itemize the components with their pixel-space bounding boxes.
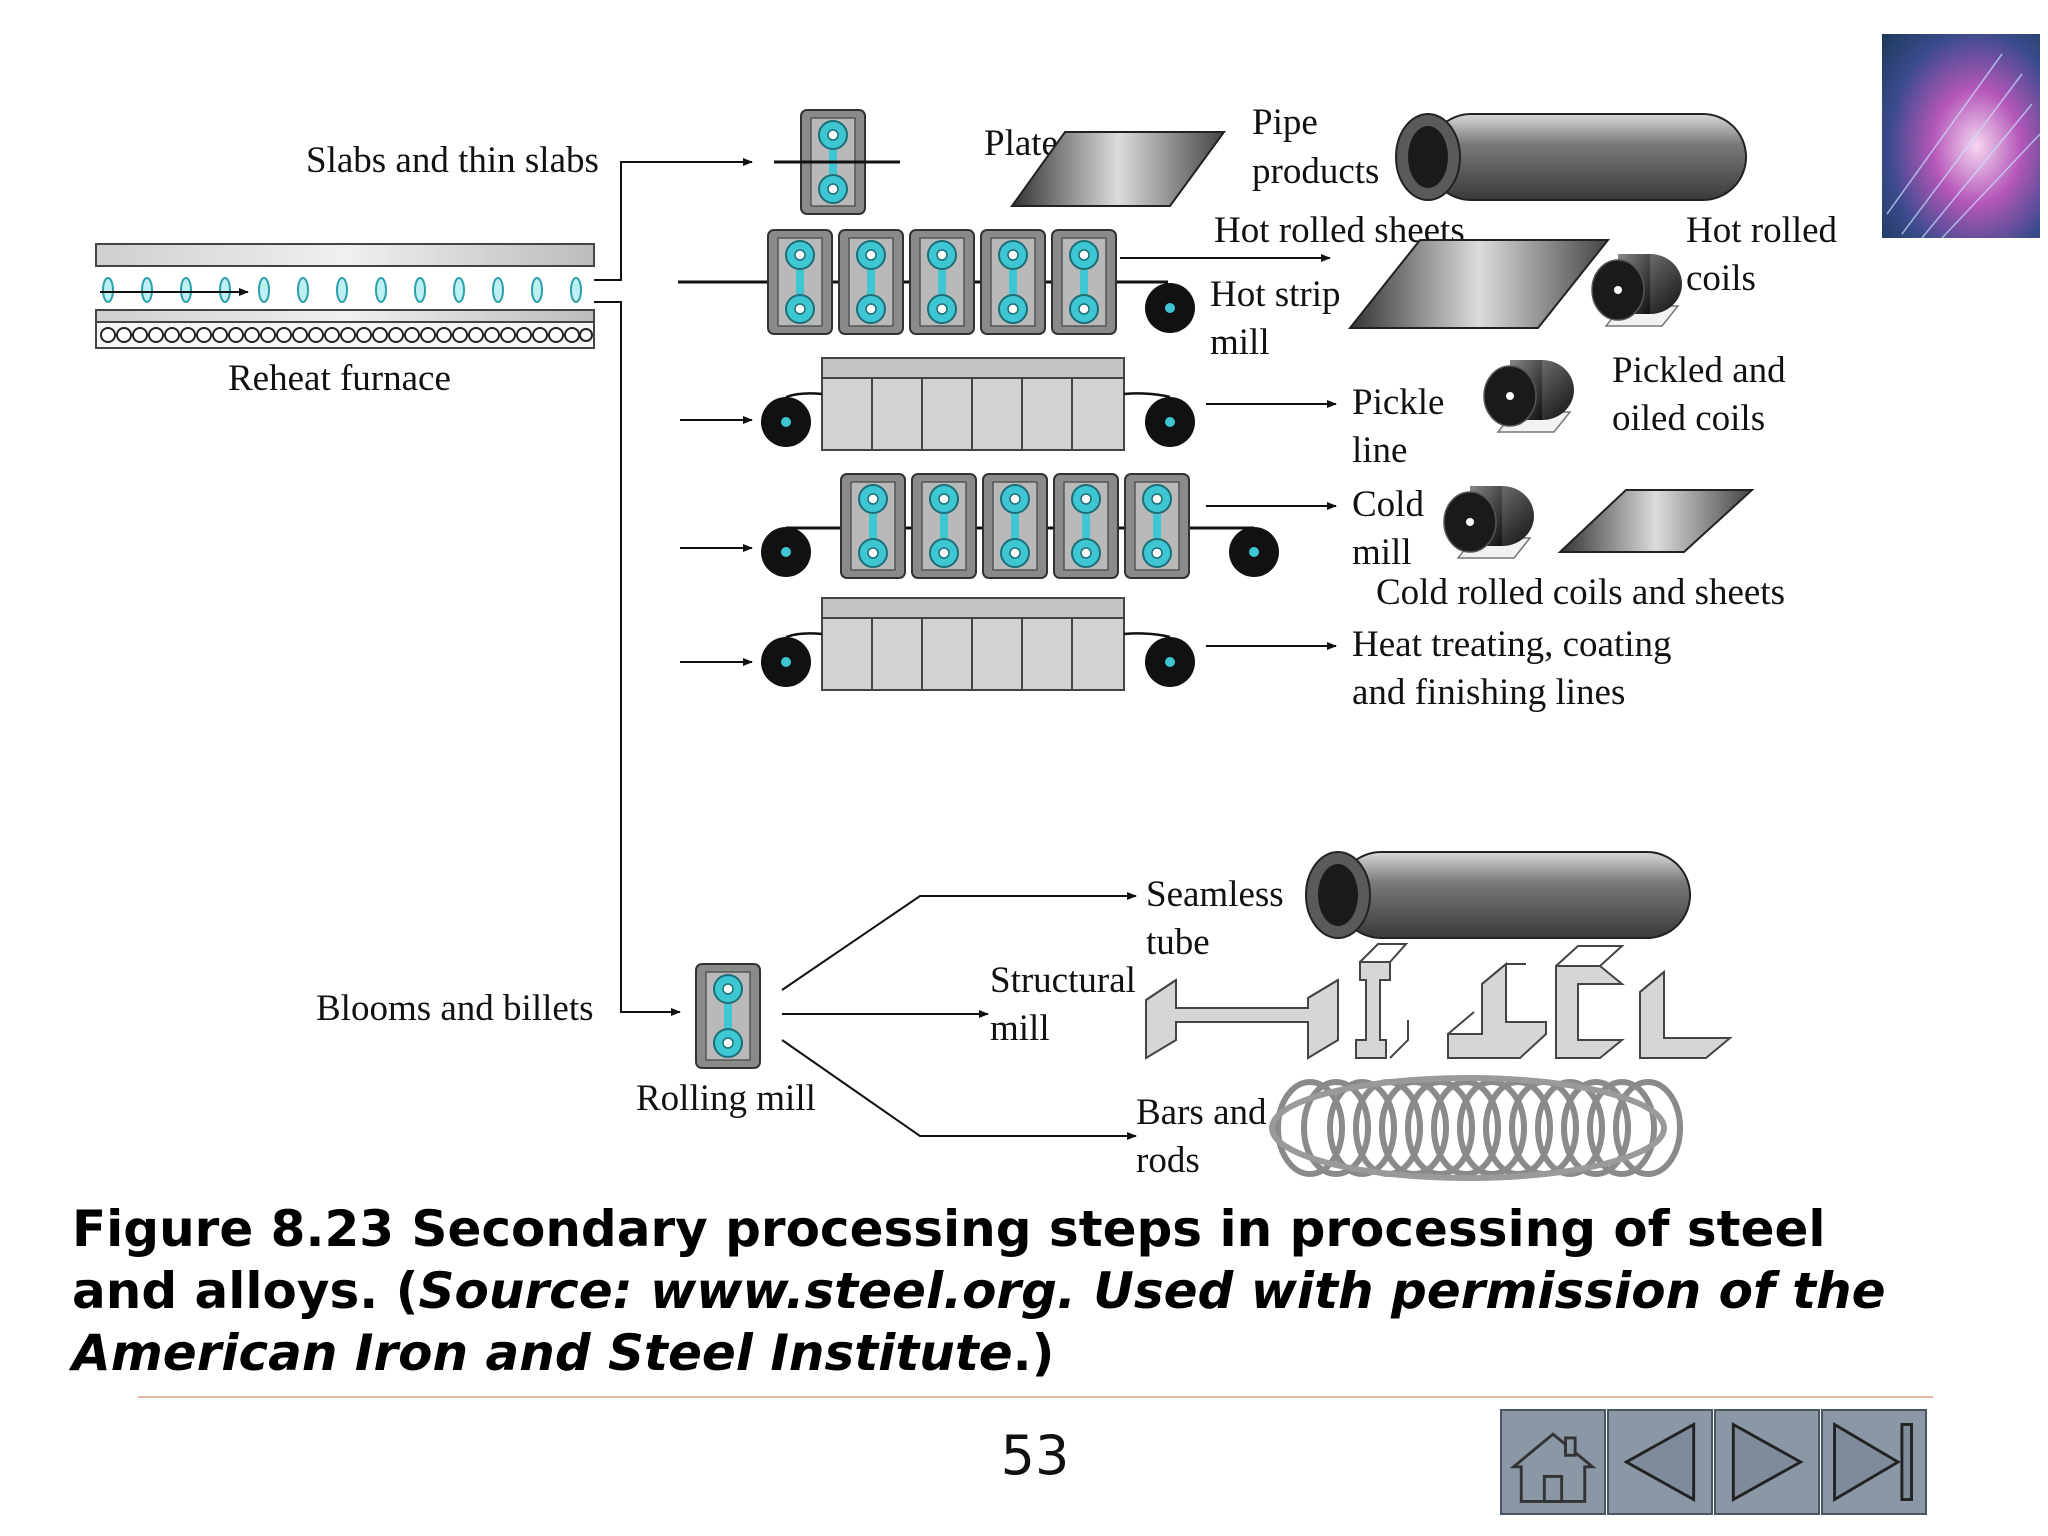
bars-rods-label-1: Bars and bbox=[1136, 1092, 1267, 1133]
cold-rolled-sheet bbox=[1557, 489, 1755, 553]
cold-mill-label-1: Cold bbox=[1352, 484, 1424, 525]
cold-rolled-label: Cold rolled coils and sheets bbox=[1376, 572, 1785, 613]
heat-treating-label-1: Heat treating, coating bbox=[1352, 624, 1672, 665]
next-icon bbox=[1731, 1422, 1804, 1502]
heat-treating-label-2: and finishing lines bbox=[1352, 672, 1625, 713]
slab-connectors bbox=[594, 158, 753, 1016]
book-cover-thumbnail bbox=[1882, 34, 2040, 238]
pickled-coil bbox=[1483, 359, 1575, 433]
pickled-oiled-coils-label-1: Pickled and bbox=[1612, 350, 1786, 391]
cold-mill-label-2: mill bbox=[1352, 532, 1412, 573]
rolling-mill-stand bbox=[695, 963, 761, 1069]
hot-rolled-coil bbox=[1591, 253, 1683, 327]
pickle-line-label-2: line bbox=[1352, 430, 1407, 471]
plate-mill bbox=[774, 109, 900, 215]
pipe-products-label-1: Pipe bbox=[1252, 102, 1318, 143]
cold-rolled-coil bbox=[1443, 485, 1535, 559]
reheat-furnace bbox=[95, 243, 595, 349]
hot-strip-mill bbox=[678, 229, 1331, 335]
next-button[interactable] bbox=[1714, 1409, 1820, 1515]
pickled-oiled-coils-label-2: oiled coils bbox=[1612, 398, 1765, 439]
pipe-product bbox=[1395, 113, 1747, 201]
footer-divider bbox=[138, 1396, 1933, 1398]
previous-button[interactable] bbox=[1607, 1409, 1713, 1515]
hot-strip-mill-label-1: Hot strip bbox=[1210, 274, 1341, 315]
plate-sheet bbox=[1010, 131, 1226, 207]
last-icon bbox=[1833, 1421, 1913, 1503]
reheat-furnace-label: Reheat furnace bbox=[228, 358, 451, 399]
pipe-products-label-2: products bbox=[1252, 151, 1379, 192]
structural-shapes bbox=[1145, 943, 1733, 1060]
caption-source-text: Source: www.steel.org. Used with permiss… bbox=[72, 1262, 1886, 1382]
previous-icon bbox=[1623, 1422, 1696, 1502]
hot-rolled-coils-label-1: Hot rolled bbox=[1686, 210, 1838, 251]
bars-rods-coil bbox=[1269, 1075, 1683, 1181]
caption-figure-text: Figure 8.23 Secondary processing steps i… bbox=[72, 1200, 1826, 1320]
hot-strip-mill-label-2: mill bbox=[1210, 322, 1270, 363]
cold-mill bbox=[761, 473, 1337, 579]
seamless-tube-label-1: Seamless bbox=[1146, 874, 1284, 915]
hot-rolled-coils-label-2: coils bbox=[1686, 258, 1756, 299]
hot-rolled-sheet bbox=[1347, 239, 1611, 329]
home-icon bbox=[1509, 1432, 1597, 1503]
heat-treating-line bbox=[761, 597, 1337, 691]
home-button[interactable] bbox=[1500, 1409, 1606, 1515]
seamless-tube bbox=[1305, 851, 1691, 939]
page-number: 53 bbox=[1000, 1424, 1070, 1487]
rolling-mill-branches bbox=[781, 892, 1137, 1140]
last-slide-button[interactable] bbox=[1821, 1409, 1927, 1515]
structural-mill-label-2: mill bbox=[990, 1008, 1050, 1049]
slabs-label: Slabs and thin slabs bbox=[306, 140, 599, 181]
seamless-tube-label-2: tube bbox=[1146, 922, 1210, 963]
blooms-billets-label: Blooms and billets bbox=[316, 988, 594, 1029]
caption-end-text: .) bbox=[1012, 1324, 1055, 1382]
rolling-mill-label: Rolling mill bbox=[636, 1078, 816, 1119]
figure-caption: Figure 8.23 Secondary processing steps i… bbox=[72, 1198, 1912, 1384]
pickle-line-label-1: Pickle bbox=[1352, 382, 1444, 423]
structural-mill-label-1: Structural bbox=[990, 960, 1136, 1001]
pickle-line bbox=[761, 357, 1337, 451]
bars-rods-label-2: rods bbox=[1136, 1140, 1200, 1181]
